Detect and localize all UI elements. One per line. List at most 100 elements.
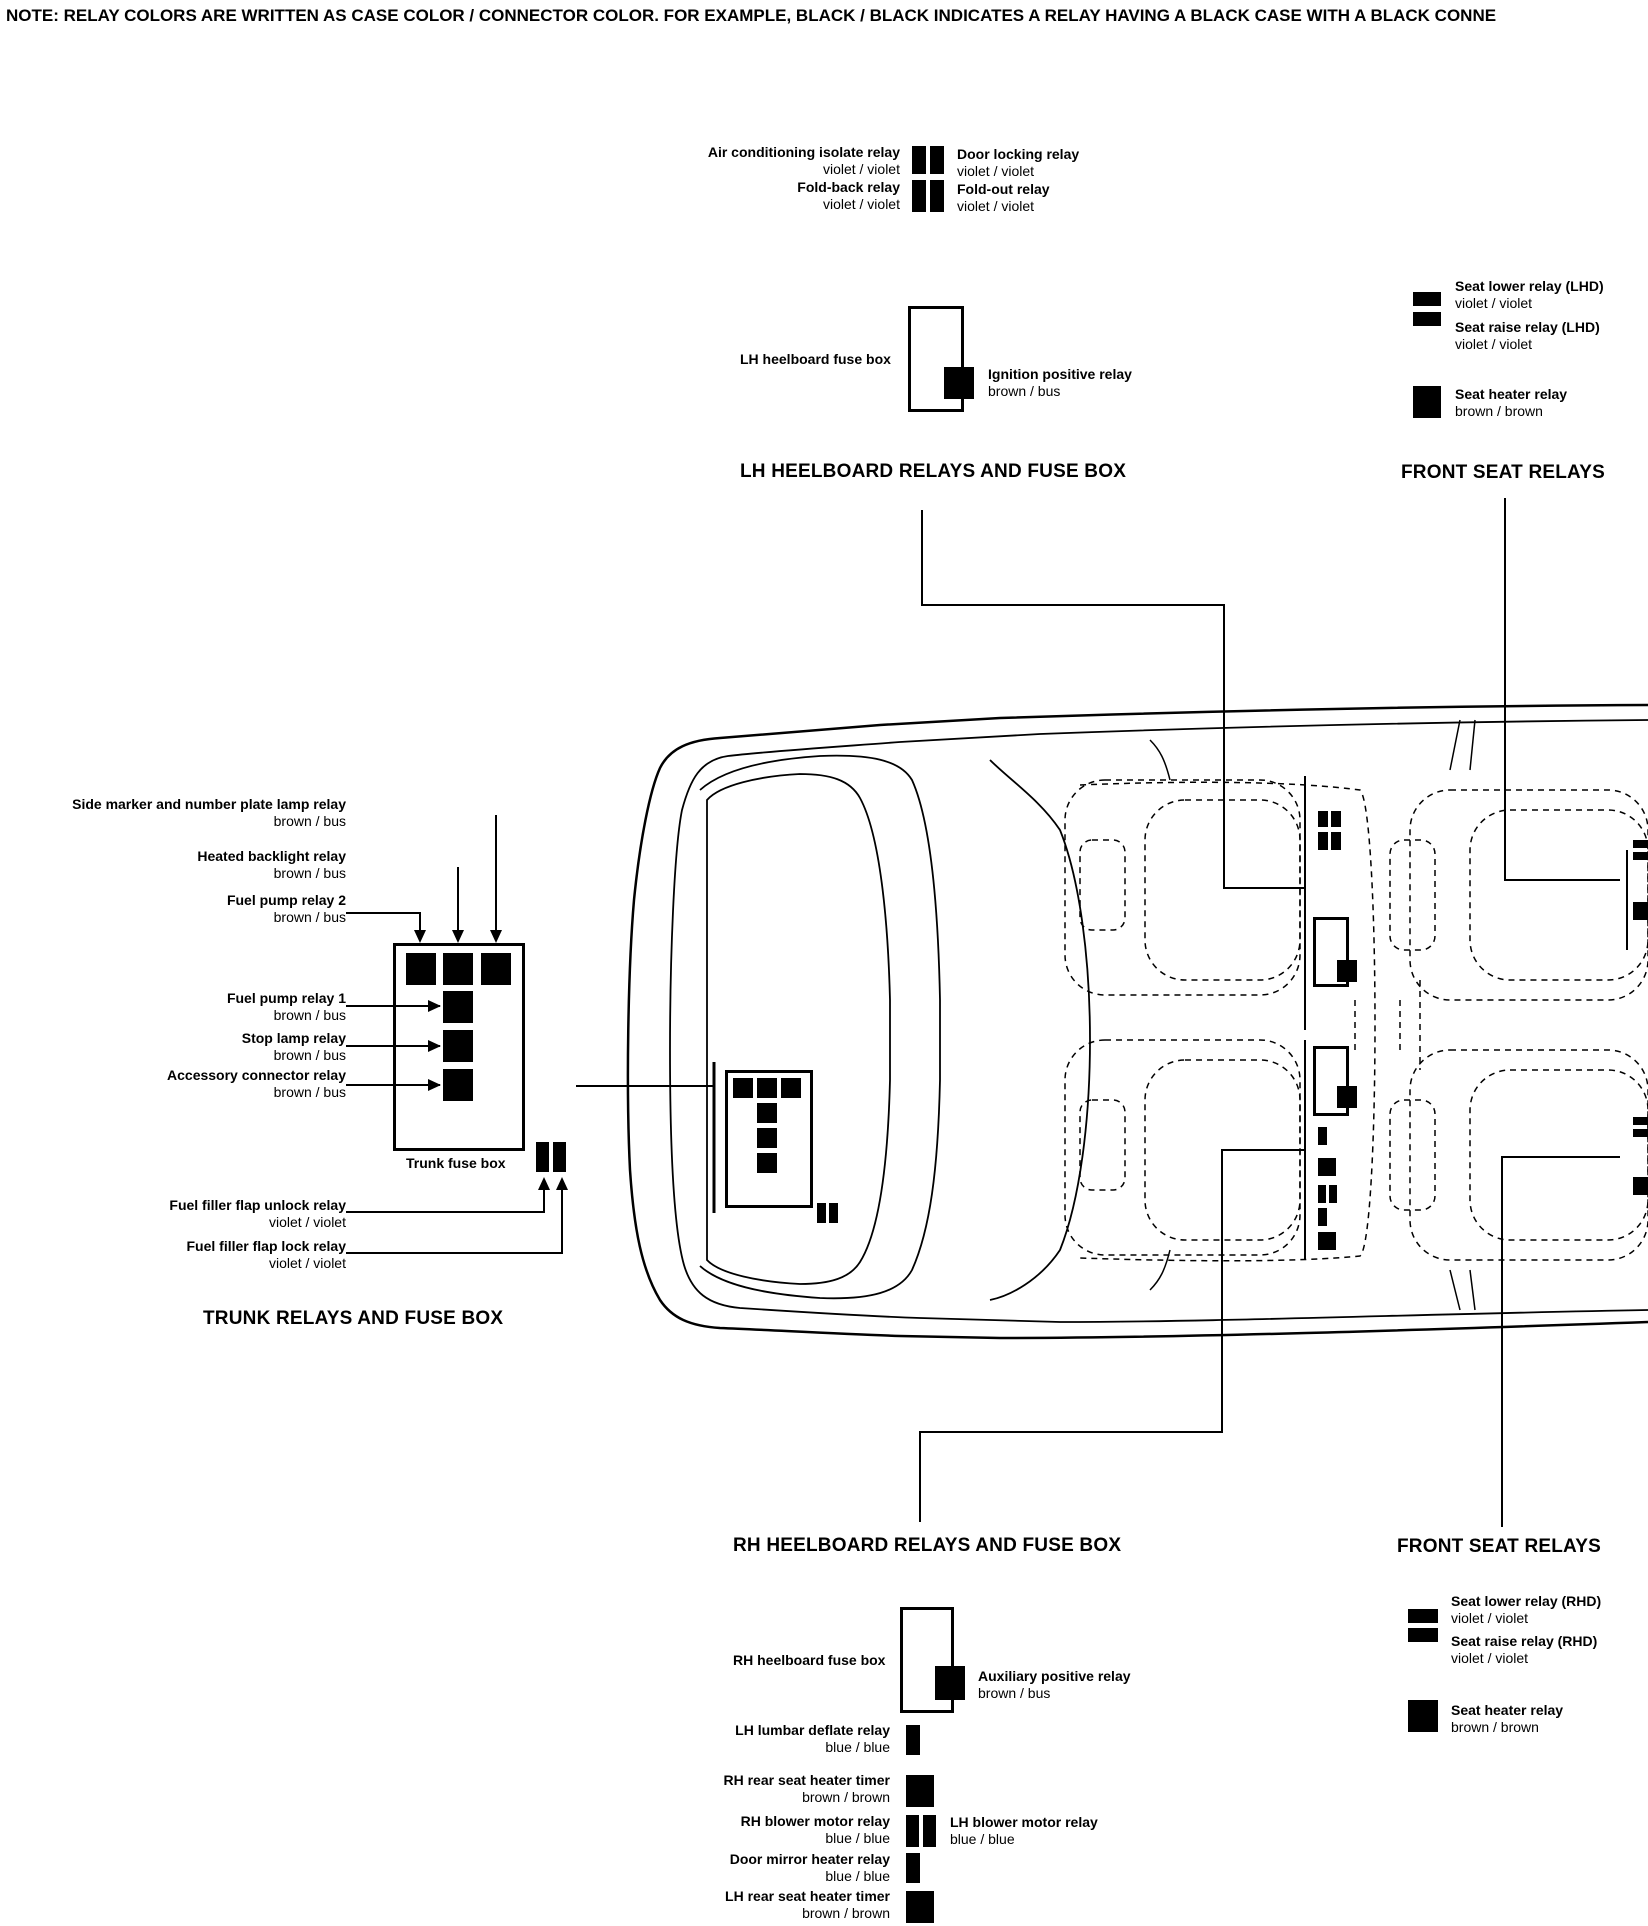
heated-backlight-relay-icon [443, 953, 473, 985]
car-front-seat-relay-icon [1633, 902, 1648, 920]
relay-color-note: NOTE: RELAY COLORS ARE WRITTEN AS CASE C… [6, 6, 1497, 25]
seat-raise-relay-rhd-icon [1408, 1628, 1438, 1642]
car-trunk-fuse-box [725, 1070, 813, 1208]
car-lh-heelboard-fuse-box [1313, 917, 1349, 987]
car-rh-heelboard-relay-icon [1318, 1127, 1327, 1145]
fuel-filler-flap-lock-relay-color: violet / violet [268, 1255, 346, 1271]
rh-blower-motor-relay-label: RH blower motor relay blue / blue [600, 1813, 890, 1847]
lh-rear-seat-heater-timer-color: brown / brown [802, 1905, 890, 1921]
lh-heelboard-fuse-box [908, 306, 964, 412]
seat-lower-relay-rhd-color: violet / violet [1451, 1610, 1529, 1626]
car-rh-heelboard-fuse-box [1313, 1046, 1349, 1116]
rh-rear-seat-heater-timer-icon [906, 1775, 934, 1807]
car-lh-heelboard-relay-icon [1318, 832, 1328, 850]
fuel-pump-relay-2-label: Fuel pump relay 2 brown / bus [20, 892, 346, 926]
side-marker-relay-label: Side marker and number plate lamp relay … [20, 796, 346, 830]
door-mirror-heater-relay-name: Door mirror heater relay [729, 1851, 890, 1867]
accessory-connector-relay-label: Accessory connector relay brown / bus [20, 1067, 346, 1101]
auxiliary-positive-relay-color: brown / bus [978, 1685, 1051, 1701]
lh-lumbar-deflate-relay-label: LH lumbar deflate relay blue / blue [600, 1722, 890, 1756]
seat-lower-relay-lhd-label: Seat lower relay (LHD) violet / violet [1455, 278, 1604, 312]
lh-rear-seat-heater-timer-icon [906, 1891, 934, 1923]
car-rh-heelboard-relay-icon [1318, 1208, 1327, 1226]
trunk-fuse-box [393, 943, 525, 1151]
auxiliary-positive-relay-name: Auxiliary positive relay [978, 1668, 1131, 1684]
heated-backlight-relay-color: brown / bus [273, 865, 346, 881]
car-trunk-relay-icon [781, 1078, 801, 1098]
car-rh-heelboard-relay-icon [1318, 1185, 1326, 1203]
fuel-filler-flap-unlock-relay-color: violet / violet [268, 1214, 346, 1230]
fuel-filler-flap-unlock-relay-icon [536, 1142, 549, 1172]
seat-raise-relay-lhd-color: violet / violet [1455, 336, 1533, 352]
door-locking-relay-name: Door locking relay [957, 146, 1080, 162]
car-lh-heelboard-relay-icon [1331, 811, 1341, 827]
rh-rear-seat-heater-timer-color: brown / brown [802, 1789, 890, 1805]
seat-heater-relay-bottom-name: Seat heater relay [1451, 1702, 1564, 1718]
car-front-seat-relay-icon [1633, 840, 1648, 848]
fuel-filler-flap-lock-relay-icon [553, 1142, 566, 1172]
seat-heater-relay-top-label: Seat heater relay brown / brown [1455, 386, 1567, 420]
ignition-positive-relay-label: Ignition positive relay brown / bus [988, 366, 1132, 400]
fold-out-relay-name: Fold-out relay [957, 181, 1050, 197]
heated-backlight-relay-label: Heated backlight relay brown / bus [20, 848, 346, 882]
accessory-connector-relay-name: Accessory connector relay [167, 1067, 346, 1083]
fuel-filler-flap-unlock-relay-label: Fuel filler flap unlock relay violet / v… [20, 1197, 346, 1231]
seat-heater-relay-bottom-color: brown / brown [1451, 1719, 1539, 1735]
stop-lamp-relay-color: brown / bus [273, 1047, 346, 1063]
car-trunk-relay-icon [829, 1203, 838, 1223]
fuel-pump-relay-1-name: Fuel pump relay 1 [226, 990, 346, 1006]
front-seat-top-leader [1504, 498, 1620, 881]
ignition-positive-relay-color: brown / bus [988, 383, 1061, 399]
door-mirror-heater-relay-icon [906, 1853, 920, 1883]
ac-isolate-relay-label: Air conditioning isolate relay violet / … [620, 144, 900, 178]
rh-rear-seat-heater-timer-label: RH rear seat heater timer brown / brown [600, 1772, 890, 1806]
car-rh-heelboard-relay-icon [1329, 1185, 1337, 1203]
seat-heater-relay-top-name: Seat heater relay [1455, 386, 1568, 402]
door-locking-relay-icon [930, 146, 944, 174]
front-seat-bottom-leader [1501, 1156, 1620, 1527]
fuel-pump-relay-1-icon [443, 991, 473, 1023]
lh-rear-seat-heater-timer-name: LH rear seat heater timer [725, 1888, 890, 1904]
rh-heelboard-leader [919, 1149, 1306, 1522]
car-front-seat-relay-icon [1633, 1129, 1648, 1137]
ac-isolate-relay-color: violet / violet [822, 161, 900, 177]
fuel-pump-relay-2-icon [406, 953, 436, 985]
fuel-pump-relay-2-name: Fuel pump relay 2 [226, 892, 346, 908]
car-trunk-relay-icon [757, 1103, 777, 1123]
rh-heelboard-heading: RH HEELBOARD RELAYS AND FUSE BOX [733, 1535, 1122, 1556]
lh-blower-motor-relay-icon [923, 1815, 936, 1847]
rh-blower-motor-relay-icon [906, 1815, 919, 1847]
fold-out-relay-icon [930, 180, 944, 212]
lh-blower-motor-relay-name: LH blower motor relay [950, 1814, 1098, 1830]
fuel-filler-flap-unlock-relay-name: Fuel filler flap unlock relay [169, 1197, 346, 1213]
side-marker-relay-color: brown / bus [273, 813, 346, 829]
auxiliary-positive-relay-icon [935, 1666, 965, 1700]
auxiliary-positive-relay-label: Auxiliary positive relay brown / bus [978, 1668, 1131, 1702]
car-rh-heelboard-relay-icon [1318, 1232, 1336, 1250]
seat-raise-relay-rhd-name: Seat raise relay (RHD) [1451, 1633, 1598, 1649]
door-mirror-heater-relay-color: blue / blue [825, 1868, 890, 1884]
car-trunk-relay-icon [817, 1203, 826, 1223]
seat-lower-relay-rhd-label: Seat lower relay (RHD) violet / violet [1451, 1593, 1601, 1627]
seat-heater-relay-top-icon [1413, 386, 1441, 418]
accessory-connector-relay-color: brown / bus [273, 1084, 346, 1100]
fold-back-relay-label: Fold-back relay violet / violet [620, 179, 900, 213]
seat-heater-relay-bottom-label: Seat heater relay brown / brown [1451, 1702, 1563, 1736]
ignition-positive-relay-icon [944, 367, 974, 399]
seat-heater-relay-bottom-icon [1408, 1700, 1438, 1732]
fuel-pump-relay-1-label: Fuel pump relay 1 brown / bus [20, 990, 346, 1024]
rh-heelboard-fuse-box-label: RH heelboard fuse box [733, 1652, 886, 1668]
front-seat-bottom-heading: FRONT SEAT RELAYS [1397, 1536, 1601, 1557]
car-rh-heelboard-relay-icon [1337, 1086, 1357, 1108]
seat-lower-relay-rhd-name: Seat lower relay (RHD) [1451, 1593, 1602, 1609]
fold-back-relay-color: violet / violet [822, 196, 900, 212]
side-marker-relay-icon [481, 953, 511, 985]
trunk-fuse-box-label: Trunk fuse box [406, 1155, 506, 1171]
fold-back-relay-name: Fold-back relay [797, 179, 900, 195]
accessory-connector-relay-icon [443, 1069, 473, 1101]
car-trunk-relay-icon [757, 1153, 777, 1173]
fuel-filler-flap-lock-relay-name: Fuel filler flap lock relay [186, 1238, 346, 1254]
front-seat-top-heading: FRONT SEAT RELAYS [1401, 462, 1605, 483]
rh-blower-motor-relay-color: blue / blue [825, 1830, 890, 1846]
